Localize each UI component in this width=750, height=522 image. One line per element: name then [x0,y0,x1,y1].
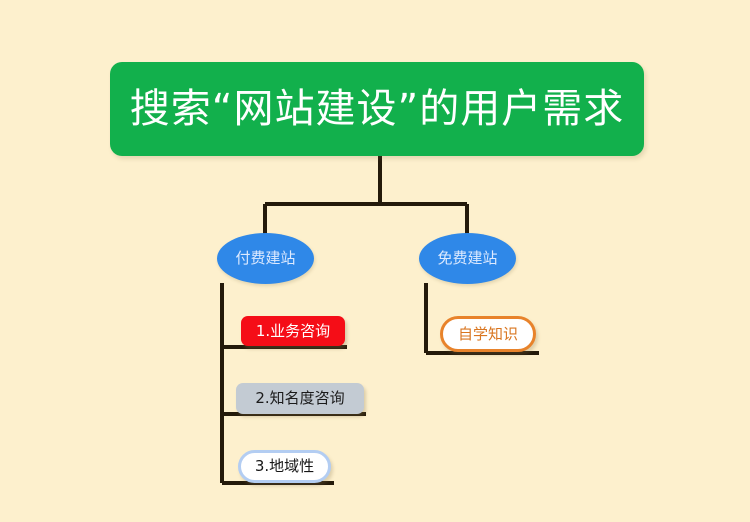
branch-node-paid[interactable]: 付费建站 [217,233,314,284]
root-node[interactable]: 搜索“网站建设”的用户需求 [110,62,644,156]
leaf-node-reputation-consulting[interactable]: 2.知名度咨询 [236,383,364,414]
leaf-node-business-consulting[interactable]: 1.业务咨询 [241,316,345,346]
branch-node-free[interactable]: 免费建站 [419,233,516,284]
leaf-node-self-study[interactable]: 自学知识 [440,316,536,352]
leaf-node-locality[interactable]: 3.地域性 [238,450,331,483]
